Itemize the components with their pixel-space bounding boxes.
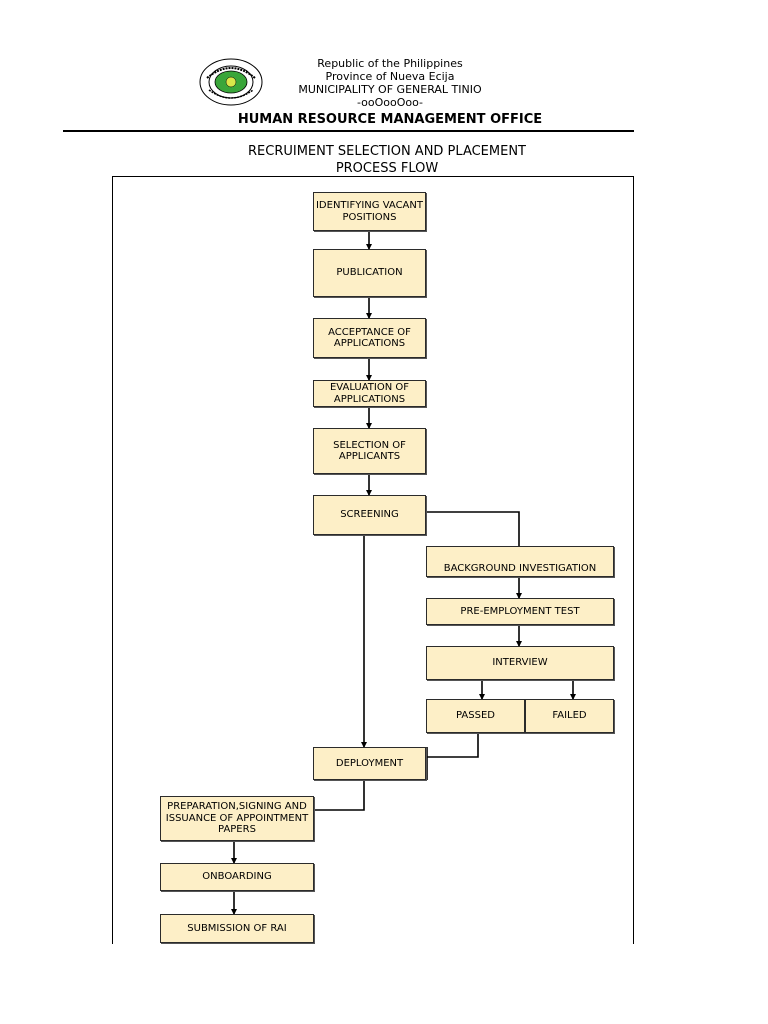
step-passed: PASSED — [426, 699, 525, 733]
step-label: ONBOARDING — [202, 871, 272, 883]
header-rule — [63, 130, 634, 132]
step-acceptance-of-applications: ACCEPTANCE OF APPLICATIONS — [313, 318, 426, 358]
header-republic: Republic of the Philippines — [317, 57, 463, 70]
document-title: RECRUIMENT SELECTION AND PLACEMENT PROCE… — [187, 144, 587, 177]
frame-left-border — [112, 176, 113, 944]
step-label: DEPLOYMENT — [335, 757, 404, 769]
step-pre-employment-test: PRE-EMPLOYMENT TEST — [426, 598, 614, 625]
step-label: PUBLICATION — [336, 267, 403, 279]
step-label: SCREENING — [340, 509, 399, 521]
header-municipality: MUNICIPALITY OF GENERAL TINIO — [298, 83, 482, 96]
step-publication: PUBLICATION — [313, 249, 426, 297]
connector-deployment-to-preparation — [305, 780, 365, 842]
title-line-2: PROCESS FLOW — [335, 160, 439, 176]
step-label: IDENTIFYING VACANT POSITIONS — [315, 200, 423, 223]
step-evaluation-of-applications: EVALUATION OF APPLICATIONS — [313, 380, 426, 407]
step-label: SELECTION OF APPLICANTS — [333, 439, 406, 463]
step-label: PREPARATION,SIGNING AND ISSUANCE OF APPO… — [165, 801, 309, 836]
step-label: PASSED — [456, 710, 495, 722]
step-deployment: DEPLOYMENT — [313, 747, 426, 780]
municipal-seal-logo — [199, 58, 263, 106]
step-screening: SCREENING — [313, 495, 426, 535]
header-province: Province of Nueva Ecija — [325, 70, 455, 83]
connector-screening-to-background — [426, 511, 520, 546]
step-failed: FAILED — [525, 699, 614, 733]
step-label: FAILED — [552, 710, 587, 722]
step-label: PRE-EMPLOYMENT TEST — [460, 605, 580, 617]
step-preparation-signing-issuance: PREPARATION,SIGNING AND ISSUANCE OF APPO… — [160, 796, 314, 841]
title-line-1: RECRUIMENT SELECTION AND PLACEMENT — [248, 144, 526, 159]
step-submission-of-rai: SUBMISSION OF RAI — [160, 914, 314, 943]
step-identifying-vacant-positions: IDENTIFYING VACANT POSITIONS — [313, 192, 426, 231]
step-label: ACCEPTANCE OF APPLICATIONS — [328, 326, 411, 350]
frame-top-border — [112, 176, 634, 177]
step-label: INTERVIEW — [492, 657, 548, 669]
office-name: HUMAN RESOURCE MANAGEMENT OFFICE — [237, 112, 543, 127]
step-selection-of-applicants: SELECTION OF APPLICANTS — [313, 428, 426, 474]
frame-right-border — [633, 176, 634, 944]
step-interview: INTERVIEW — [426, 646, 614, 680]
step-onboarding: ONBOARDING — [160, 863, 314, 891]
step-label: SUBMISSION OF RAI — [187, 922, 287, 934]
header-ornament: -ooOooOoo- — [356, 96, 424, 109]
connector-passed-to-deployment — [426, 733, 479, 758]
step-label: BACKGROUND INVESTIGATION — [443, 562, 597, 574]
step-background-investigation: BACKGROUND INVESTIGATION — [426, 546, 614, 577]
step-label: EVALUATION OF APPLICATIONS — [329, 382, 410, 405]
